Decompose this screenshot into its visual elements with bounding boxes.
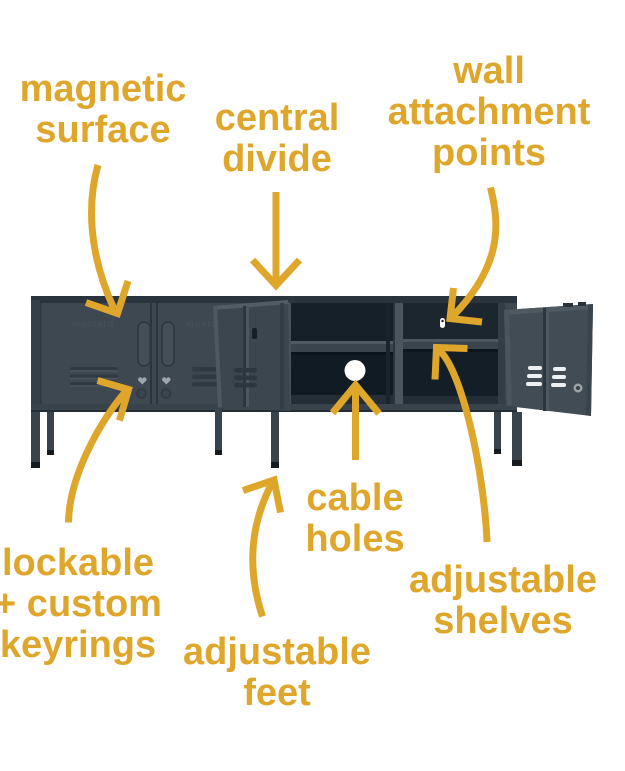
svg-text:mustard: mustard xyxy=(186,319,229,329)
svg-text:mustard: mustard xyxy=(72,319,115,329)
